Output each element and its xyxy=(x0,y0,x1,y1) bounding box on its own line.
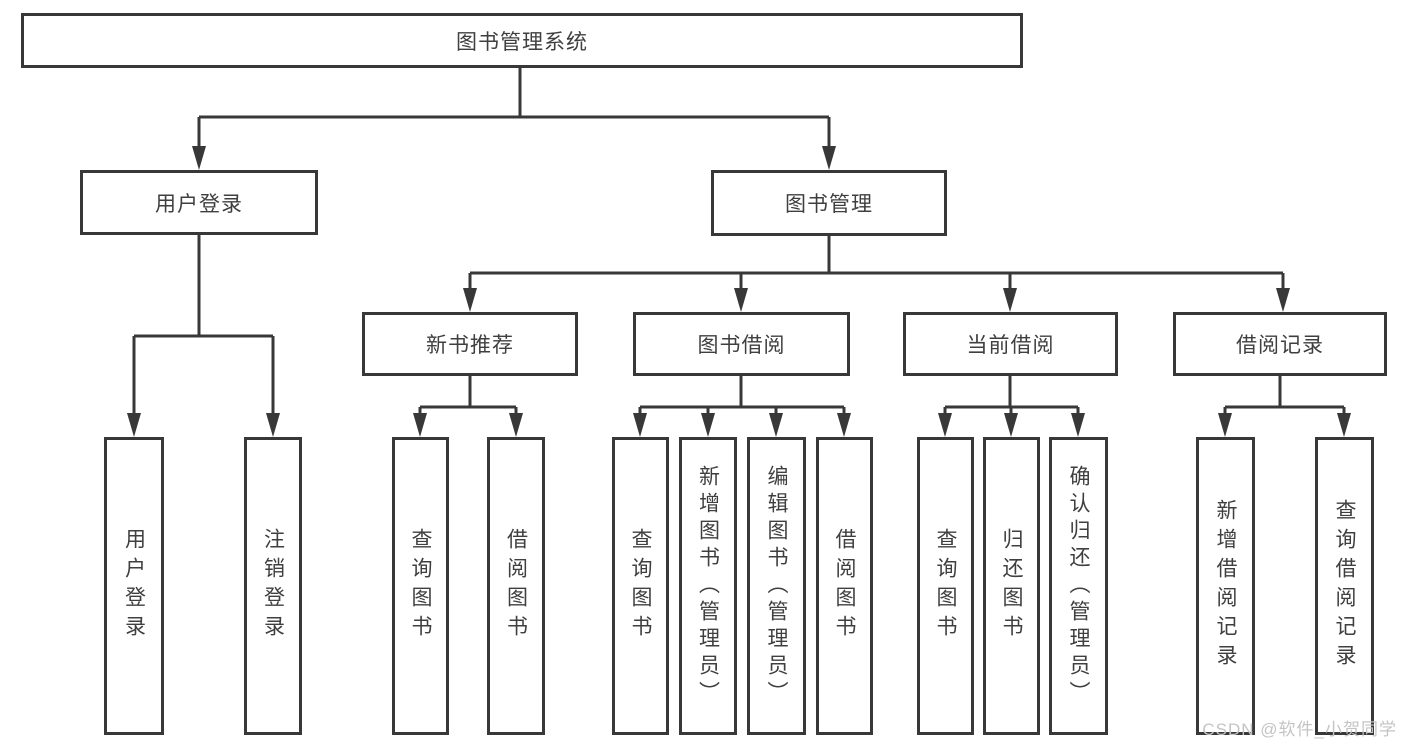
leaf-logout: 注销登录 xyxy=(244,437,302,735)
leaf-query-books-current: 查询图书 xyxy=(917,437,974,735)
node-book-management: 图书管理 xyxy=(711,170,947,236)
leaf-query-books-recommend-label: 查询图书 xyxy=(409,528,432,644)
node-book-management-label: 图书管理 xyxy=(785,193,873,216)
node-borrow-records-label: 借阅记录 xyxy=(1236,334,1324,357)
leaf-add-borrow-record: 新增借阅记录 xyxy=(1196,437,1255,735)
node-current-borrow-label: 当前借阅 xyxy=(966,334,1055,357)
leaf-query-books-current-label: 查询图书 xyxy=(934,528,957,644)
leaf-edit-books-admin: 编辑图书（管理员） xyxy=(747,437,806,735)
leaf-borrow-books-recommend-label: 借阅图书 xyxy=(504,528,528,644)
node-user-login-label: 用户登录 xyxy=(155,192,243,216)
leaf-borrow-books-label: 借阅图书 xyxy=(833,528,856,644)
leaf-query-borrow-record: 查询借阅记录 xyxy=(1315,437,1374,735)
node-current-borrow: 当前借阅 xyxy=(903,312,1118,376)
leaf-return-books-label: 归还图书 xyxy=(1000,528,1023,644)
leaf-query-books-borrow-label: 查询图书 xyxy=(629,528,652,644)
leaf-user-login: 用户登录 xyxy=(104,437,164,735)
leaf-user-login-label: 用户登录 xyxy=(122,528,146,644)
leaf-edit-books-admin-label: 编辑图书（管理员） xyxy=(765,464,788,708)
leaf-add-books-admin-label: 新增图书（管理员） xyxy=(696,464,720,708)
leaf-confirm-return-admin-label: 确认归还（管理员） xyxy=(1067,464,1090,708)
node-root: 图书管理系统 xyxy=(21,13,1023,68)
node-book-borrow: 图书借阅 xyxy=(633,312,850,376)
leaf-query-books-borrow: 查询图书 xyxy=(612,437,669,735)
node-borrow-records: 借阅记录 xyxy=(1173,312,1387,376)
leaf-return-books: 归还图书 xyxy=(983,437,1040,735)
node-user-login: 用户登录 xyxy=(80,170,318,235)
node-new-book-recommend-label: 新书推荐 xyxy=(426,334,514,357)
leaf-confirm-return-admin: 确认归还（管理员） xyxy=(1049,437,1108,735)
node-root-label: 图书管理系统 xyxy=(456,30,588,54)
arrowheads xyxy=(127,146,1351,437)
leaf-logout-label: 注销登录 xyxy=(261,528,285,644)
leaf-query-books-recommend: 查询图书 xyxy=(392,437,449,735)
leaf-query-borrow-record-label: 查询借阅记录 xyxy=(1333,499,1356,673)
leaf-borrow-books: 借阅图书 xyxy=(816,437,873,735)
leaf-add-borrow-record-label: 新增借阅记录 xyxy=(1214,499,1237,673)
csdn-watermark: CSDN @软件_小贺同学 xyxy=(1202,720,1397,739)
leaf-borrow-books-recommend: 借阅图书 xyxy=(487,437,545,735)
node-book-borrow-label: 图书借阅 xyxy=(697,334,786,357)
leaf-add-books-admin: 新增图书（管理员） xyxy=(679,437,737,735)
node-new-book-recommend: 新书推荐 xyxy=(362,312,578,376)
